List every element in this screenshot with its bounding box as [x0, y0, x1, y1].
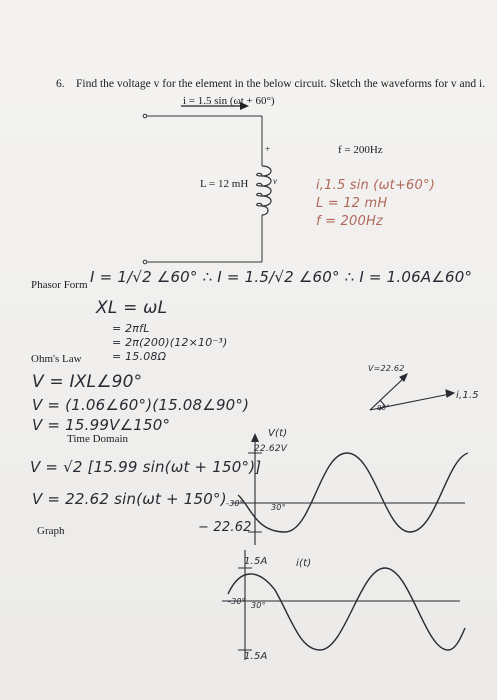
- graph-i-axis-label: i(t): [296, 558, 312, 569]
- graph-v-negative-peak: − 22.62: [198, 520, 252, 535]
- label-phasor-form: Phasor Form: [31, 279, 88, 291]
- phasor-diagram: [369, 372, 456, 411]
- current-expression: i = 1.5 sin (ωt + 60°): [183, 95, 275, 107]
- reactance-step-2: = 2π(200)(12×10⁻³): [112, 336, 228, 349]
- given-frequency: f = 200Hz: [316, 214, 383, 229]
- label-graph: Graph: [37, 525, 65, 537]
- inductance-label: L = 12 mH: [200, 178, 249, 190]
- polarity-plus: +: [265, 144, 271, 154]
- graph-v-axis-label: V(t): [268, 428, 288, 439]
- time-domain-result: V = 22.62 sin(ωt + 150°): [32, 490, 227, 508]
- current-direction-arrow: [181, 102, 249, 110]
- reactance-result: = 15.08Ω: [112, 350, 167, 363]
- reactance-step-1: = 2πfL: [112, 322, 150, 335]
- frequency-label: f = 200Hz: [338, 144, 383, 156]
- graph-v-right-tick: 30°: [271, 503, 286, 512]
- given-current: i,1.5 sin (ωt+60°): [316, 178, 435, 193]
- graph-i-negative-peak: 1.5A: [244, 651, 268, 662]
- reactance-formula: XL = ωL: [96, 298, 168, 318]
- time-domain-step-1: V = √2 [15.99 sin(ωt + 150°)]: [30, 458, 262, 476]
- label-ohms-law: Ohm's Law: [31, 353, 82, 365]
- phasor-work: I = 1/√2 ∠60° ∴ I = 1.5/√2 ∠60° ∴ I = 1.…: [90, 268, 473, 286]
- circuit-wires: [142, 113, 263, 265]
- graph-v-peak: 22.62V: [254, 444, 288, 454]
- phasor-angle: 90°: [377, 404, 391, 412]
- voltage-graph: [232, 433, 469, 545]
- problem-statement: Find the voltage v for the element in th…: [76, 78, 486, 90]
- graph-i-peak: 1.5A: [244, 556, 268, 567]
- voltage-symbol: v: [273, 176, 277, 186]
- ohms-law-substitution: V = (1.06∠60°)(15.08∠90°): [32, 396, 250, 414]
- problem-number: 6.: [56, 78, 65, 90]
- graph-i-right-tick: 30°: [251, 601, 266, 610]
- inductor-coil: [256, 165, 272, 216]
- ohms-law-formula: V = IXL∠90°: [32, 372, 143, 392]
- current-graph: [222, 550, 466, 660]
- label-time-domain: Time Domain: [67, 433, 129, 445]
- ohms-law-result: V = 15.99V∠150°: [32, 416, 171, 434]
- phasor-i-magnitude: i,1.5: [456, 390, 479, 401]
- phasor-v-magnitude: V=22.62: [368, 364, 405, 373]
- given-inductance: L = 12 mH: [316, 196, 388, 211]
